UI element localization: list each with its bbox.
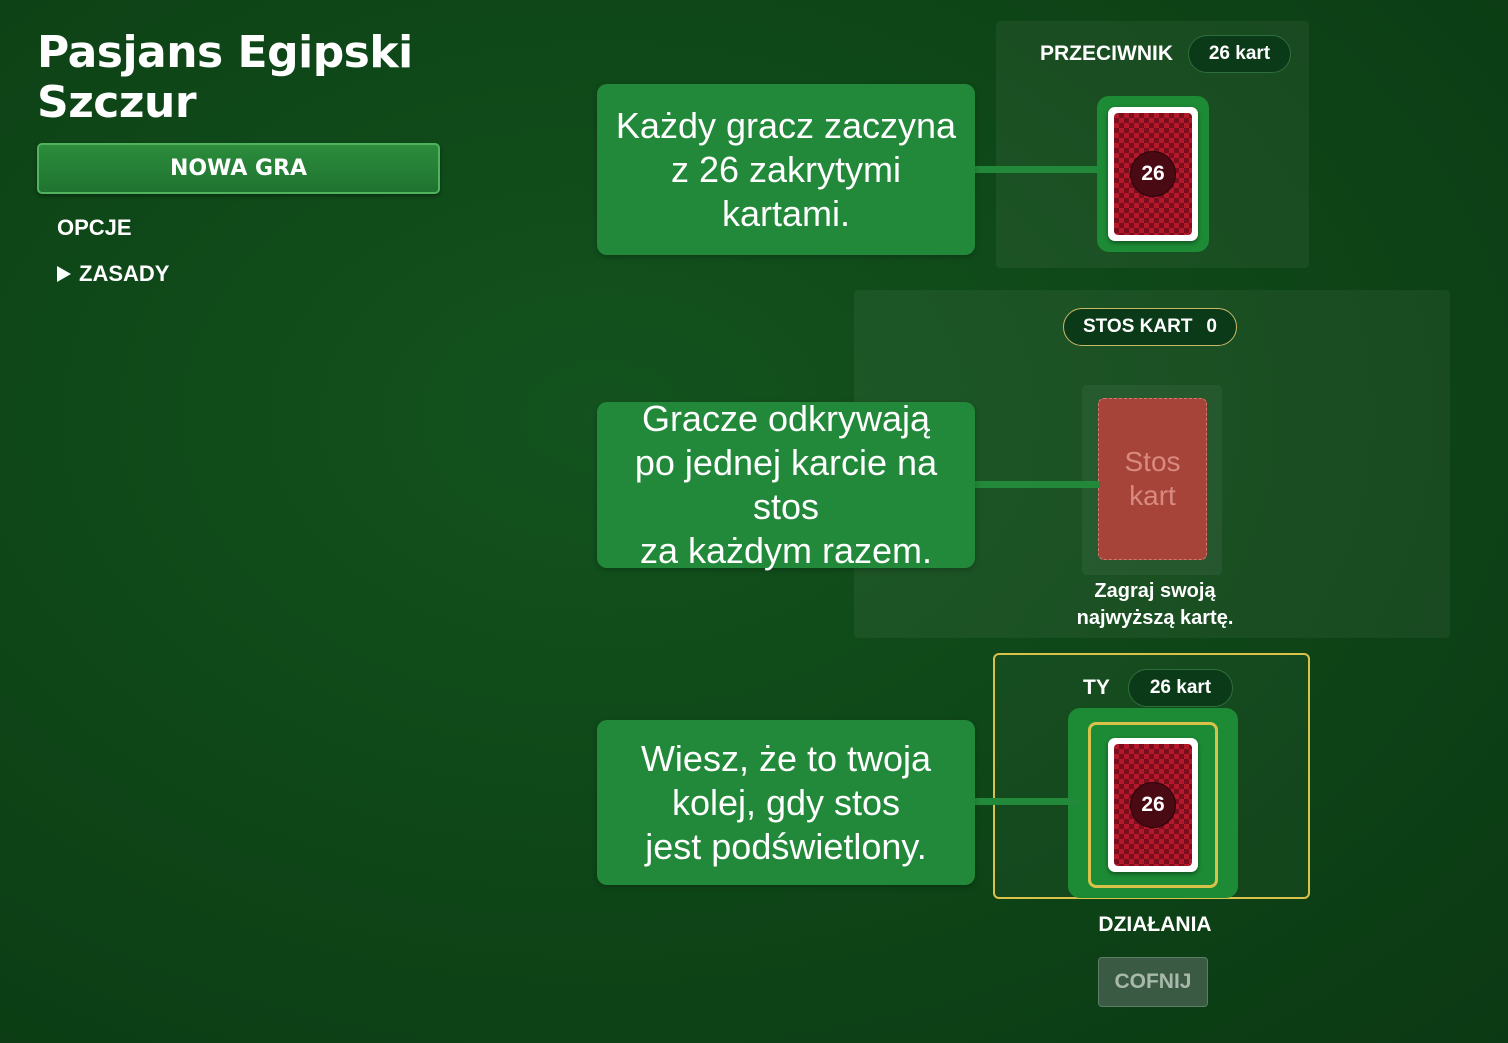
- undo-button[interactable]: COFNIJ: [1098, 957, 1208, 1007]
- tip1-line2: z 26 zakrytymi: [670, 148, 902, 190]
- player-panel: [993, 653, 1310, 899]
- tip3-line1: Wiesz, że to twoja: [640, 737, 932, 779]
- tip2-line3: za każdym razem.: [639, 530, 933, 571]
- opponent-deck-count: 26: [1130, 151, 1176, 197]
- card-back-pattern: [1114, 744, 1192, 866]
- tip2-connector: [970, 481, 1100, 488]
- card-back-pattern: [1114, 113, 1192, 235]
- empty-pile-text1: Stos: [1124, 446, 1181, 477]
- new-game-button[interactable]: NOWA GRA: [37, 143, 440, 194]
- tip3-line3: jest podświetlony.: [645, 825, 927, 867]
- pile-hint-line1: Zagraj swoją: [1094, 580, 1216, 602]
- player-label: TY: [1083, 676, 1110, 699]
- tip1-line1: Każdy gracz zaczyna: [615, 104, 957, 146]
- rules-menu-label: ZASADY: [79, 261, 170, 286]
- rules-menu[interactable]: ZASADY: [57, 261, 169, 287]
- tip3-connector: [970, 798, 1080, 805]
- tip3-line2: kolej, gdy stos: [671, 781, 901, 823]
- actions-label: DZIAŁANIA: [1098, 913, 1212, 936]
- tip1-connector: [970, 166, 1100, 173]
- opponent-label: PRZECIWNIK: [1040, 42, 1173, 65]
- player-deck-count: 26: [1130, 782, 1176, 828]
- pile-hint: Zagraj swoją najwyższą kartę.: [1030, 578, 1280, 632]
- pile-hint-line2: najwyższą kartę.: [1076, 607, 1234, 629]
- opponent-card-count: 26 kart: [1188, 35, 1291, 73]
- empty-pile[interactable]: Stos kart: [1098, 398, 1207, 560]
- tip2-line2: po jednej karcie na stos: [634, 442, 938, 527]
- tip-callout-pile: Gracze odkrywają po jednej karcie na sto…: [597, 398, 975, 571]
- tip2-line1: Gracze odkrywają: [641, 398, 931, 439]
- options-menu[interactable]: OPCJE: [57, 215, 132, 240]
- game-title-line1: Pasjans Egipski: [37, 27, 413, 78]
- pile-count-badge: STOS KART 0: [1063, 308, 1237, 346]
- player-card-count: 26 kart: [1128, 669, 1233, 707]
- player-deck[interactable]: 26: [1108, 738, 1198, 872]
- tip-callout-turn: Wiesz, że to twoja kolej, gdy stos jest …: [597, 720, 975, 885]
- player-deck-gold-outline: [1088, 722, 1218, 888]
- game-title: Pasjans Egipski Szczur: [37, 28, 457, 128]
- game-title-line2: Szczur: [37, 77, 197, 128]
- pile-count: 0: [1206, 316, 1217, 337]
- triangle-right-icon: [57, 266, 71, 282]
- opponent-deck: 26: [1108, 107, 1198, 241]
- empty-pile-text2: kart: [1129, 480, 1176, 511]
- pile-label: STOS KART: [1082, 316, 1193, 337]
- tip-callout-deal: Każdy gracz zaczyna z 26 zakrytymi karta…: [597, 84, 975, 255]
- tip1-line3: kartami.: [721, 192, 851, 234]
